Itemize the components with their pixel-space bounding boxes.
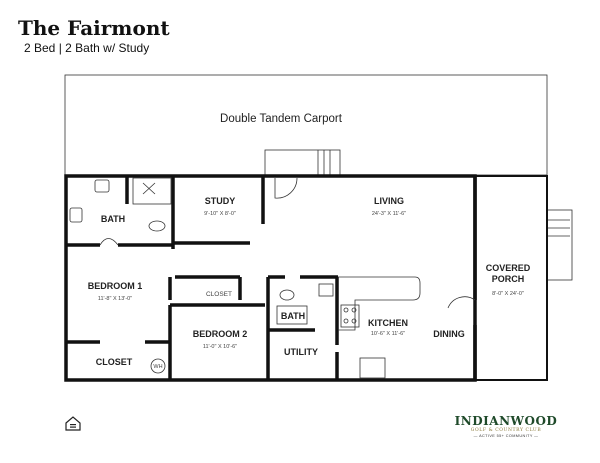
logo-tag: — ACTIVE 55+ COMMUNITY — — [474, 434, 539, 438]
living-dims: 24'-3" X 11'-6" — [372, 211, 406, 217]
dining-label: DINING — [433, 329, 465, 339]
carport-outline — [64, 74, 548, 176]
water-heater-label: WH — [153, 364, 162, 370]
bedroom2-dims: 11'-0" X 10'-6" — [203, 344, 237, 350]
kitchen-dims: 10'-6" X 11'-6" — [371, 331, 405, 337]
equal-housing-opportunity-icon — [65, 416, 81, 431]
side-stairs — [546, 209, 573, 281]
study-label: STUDY — [205, 196, 236, 206]
plan-subtitle: 2 Bed | 2 Bath w/ Study — [24, 41, 150, 55]
plan-title: The Fairmont — [18, 16, 170, 40]
study-dims: 9'-10" X 8'-0" — [204, 211, 236, 217]
top-stairs — [264, 149, 341, 177]
closet-small-label: CLOSET — [206, 291, 232, 298]
living-label: LIVING — [374, 196, 404, 206]
porch-label-line2: PORCH — [492, 274, 525, 284]
fixtures — [69, 177, 476, 379]
bedroom1-label: BEDROOM 1 — [88, 281, 143, 291]
bath1-label: BATH — [101, 214, 125, 224]
bedroom2-label: BEDROOM 2 — [193, 329, 248, 339]
kitchen-label: KITCHEN — [368, 318, 408, 328]
bedroom1-dims: 11'-8" X 13'-0" — [98, 296, 132, 302]
logo-sub: GOLF & COUNTRY CLUB — [471, 427, 542, 433]
carport-label: Double Tandem Carport — [220, 113, 343, 125]
walls — [64, 174, 477, 382]
bath2-label: BATH — [281, 311, 305, 321]
porch-label-line1: COVERED — [486, 263, 531, 273]
closet-label: CLOSET — [96, 357, 133, 367]
porch-dims: 8'-0" X 24'-0" — [492, 291, 524, 297]
logo-name: INDIANWOOD — [455, 414, 558, 428]
utility-label: UTILITY — [284, 347, 318, 357]
